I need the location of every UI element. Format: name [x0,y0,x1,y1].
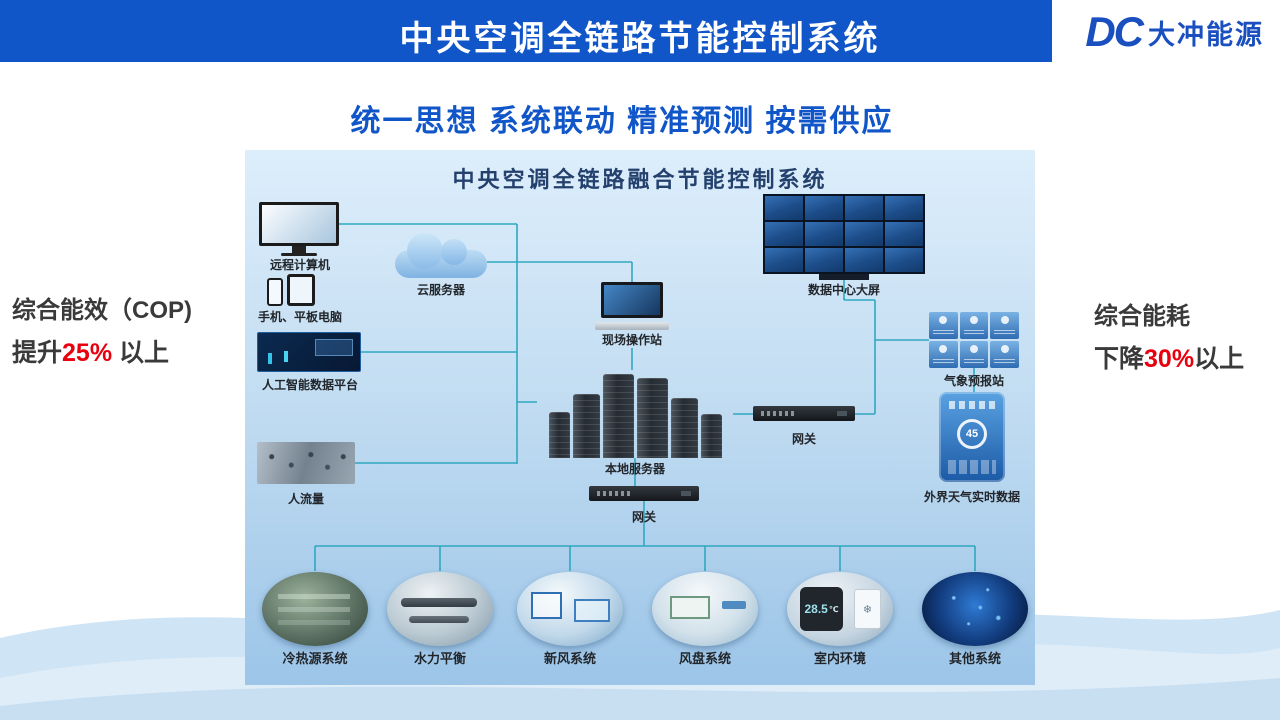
screen-tile [765,248,803,272]
screen-tile [845,222,883,246]
diagram-title: 中央空调全链路融合节能控制系统 [452,167,828,192]
ai-platform-icon [257,332,361,372]
thermostat-display: 28.5℃ [800,587,843,631]
connector-lines [314,223,976,571]
weather-card [929,341,958,368]
slogan-subtitle: 统一思想 系统联动 精准预测 按需供应 [350,105,894,138]
server-tower [670,398,698,458]
weather-card [990,341,1019,368]
people-flow-image [257,442,355,484]
weather-station-icon [929,312,1019,368]
screen-tile [765,196,803,220]
monitor-stand [292,246,306,253]
weather-card [959,341,989,368]
screen-tile [845,248,883,272]
thermostat-value: 28.5 [804,602,828,616]
system-label-fresh-air: 新风系统 [543,651,596,666]
server-tower [636,378,668,458]
logo-dc-icon: DC [1085,8,1144,55]
weather-station-label: 气象预报站 [943,374,1004,388]
cloud-server-icon [395,233,487,278]
energy-suffix: 以上 [1194,345,1245,373]
screen-tile [885,248,923,272]
system-image-fan-coil [652,572,758,646]
gateway-bottom-label: 网关 [631,510,656,524]
system-image-fresh-air [517,572,623,646]
system-label-fan-coil: 风盘系统 [678,651,731,666]
server-tower [548,412,570,458]
local-server-label: 本地服务器 [604,462,665,476]
server-tower [572,394,600,458]
field-station-screen [604,285,660,315]
weather-card [929,312,958,339]
page-title: 中央空调全链路节能控制系统 [399,20,881,58]
local-server-icon [537,370,733,458]
screen-tile [845,196,883,220]
people-flow-label: 人流量 [287,492,324,506]
monitor-screen [262,205,336,243]
screen-tile [885,222,923,246]
cop-stat-title: 综合能效（COP) [12,297,192,324]
system-image-heating-cooling [262,572,368,646]
ai-platform-label: 人工智能数据平台 [261,378,358,392]
weather-gauge: 45 [957,419,987,449]
system-image-other [922,572,1028,646]
screen-tile [805,248,843,272]
cloud-server-label: 云服务器 [416,283,465,297]
mobile-label: 手机、平板电脑 [257,310,342,324]
snowflake-icon: ❄ [854,589,881,629]
cop-stat-value: 提升25% 以上 [12,333,232,369]
energy-highlight: 30% [1144,345,1195,373]
screen-tile [805,222,843,246]
energy-prefix: 下降 [1094,345,1145,373]
mini-chart-icon [268,353,272,364]
field-station-keyboard [595,322,669,330]
weather-data-label: 外界天气实时数据 [923,490,1020,504]
system-label-indoor-env: 室内环境 [813,651,866,666]
video-wall-icon [763,194,925,280]
remote-computer-icon [259,202,339,256]
monitor-base [281,253,317,256]
energy-stat-value: 下降30%以上 [1094,339,1274,375]
logo-company-name: 大冲能源 [1148,19,1264,50]
weather-card [959,312,989,339]
system-image-indoor-env: 28.5℃ ❄ [787,572,893,646]
cop-highlight: 25% [62,339,113,367]
field-station-icon [601,282,663,318]
server-tower [602,374,634,458]
weather-phone-icon: 45 [939,392,1005,482]
gateway-right-label: 网关 [791,432,816,446]
system-label-heating-cooling: 冷热源系统 [282,651,348,666]
gateway-bottom-icon [589,486,699,501]
video-wall-label: 数据中心大屏 [807,283,880,297]
screen-tile [885,196,923,220]
screen-tile [805,196,843,220]
phone-icon [267,278,283,306]
cop-suffix: 以上 [112,339,170,367]
energy-stat: 综合能耗 下降30%以上 [1094,296,1274,375]
architecture-diagram: 中央空调全链路融合节能控制系统 远程计算机 手机、平板电脑 云服务器 现场操作站… [245,150,1035,685]
weather-card [990,312,1019,339]
field-station-label: 现场操作站 [601,333,662,347]
gateway-right-icon [753,406,855,421]
system-label-other: 其他系统 [948,651,1001,666]
system-label-hydraulic-balance: 水力平衡 [413,651,466,666]
cop-prefix: 提升 [12,339,63,367]
system-image-hydraulic-balance [387,572,493,646]
tablet-icon [287,274,315,306]
company-logo: DC 大冲能源 [1085,8,1264,56]
remote-computer-label: 远程计算机 [269,258,330,272]
screen-tile [765,222,803,246]
energy-stat-title: 综合能耗 [1094,303,1190,330]
header-bar [0,0,1052,62]
thermostat-unit: ℃ [828,604,839,614]
server-tower [700,414,722,458]
cop-stat: 综合能效（COP) 提升25% 以上 [12,290,232,369]
